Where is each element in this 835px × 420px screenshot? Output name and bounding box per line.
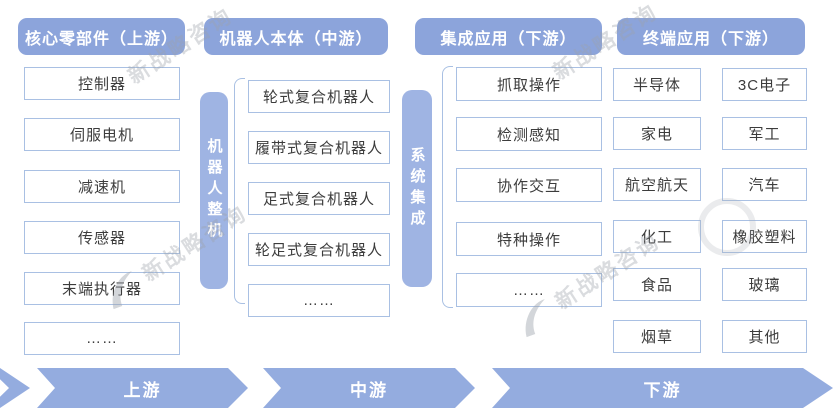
item-box: 减速机 <box>24 170 180 203</box>
item-box: 半导体 <box>613 68 701 101</box>
item-box: 汽车 <box>722 168 807 201</box>
item-box: 检测感知 <box>456 117 602 151</box>
group-bracket <box>234 78 245 304</box>
item-box: 足式复合机器人 <box>248 182 390 215</box>
item-box: 食品 <box>613 268 701 301</box>
item-box: 3C电子 <box>722 68 807 101</box>
item-box: 化工 <box>613 220 701 253</box>
item-box: 军工 <box>722 117 807 150</box>
item-box: 航空航天 <box>613 168 701 201</box>
group-bracket <box>442 66 453 308</box>
header-robot-body: 机器人本体（中游） <box>204 18 388 55</box>
header-core-components: 核心零部件（上游） <box>18 18 185 55</box>
header-end-applications: 终端应用（下游） <box>617 18 805 55</box>
item-box: 末端执行器 <box>24 272 180 305</box>
item-box: 抓取操作 <box>456 67 602 101</box>
item-box: 玻璃 <box>722 268 807 301</box>
item-box: 履带式复合机器人 <box>248 131 390 164</box>
item-box: 特种操作 <box>456 222 602 256</box>
stage-arrow-upstream: 上游 <box>37 368 248 408</box>
item-box: 轮足式复合机器人 <box>248 233 390 266</box>
bar-system-integration: 系统集成 <box>402 90 432 287</box>
header-integrated-apps: 集成应用（下游） <box>415 18 602 55</box>
item-box: 轮式复合机器人 <box>248 80 390 113</box>
item-box: 橡胶塑料 <box>722 220 807 253</box>
bar-robot-complete-machine: 机器人整机 <box>200 92 228 289</box>
item-box: 伺服电机 <box>24 118 180 151</box>
item-box: …… <box>456 273 602 307</box>
chevron-fragment-icon <box>0 368 30 408</box>
item-box: 其他 <box>722 320 807 353</box>
stage-arrow-downstream: 下游 <box>492 368 833 408</box>
item-box: …… <box>248 284 390 317</box>
item-box: 烟草 <box>613 320 701 353</box>
item-box: 传感器 <box>24 221 180 254</box>
item-box: 控制器 <box>24 67 180 100</box>
item-box: 家电 <box>613 117 701 150</box>
item-box: …… <box>24 322 180 355</box>
stage-arrow-midstream: 中游 <box>263 368 475 408</box>
item-box: 协作交互 <box>456 168 602 202</box>
